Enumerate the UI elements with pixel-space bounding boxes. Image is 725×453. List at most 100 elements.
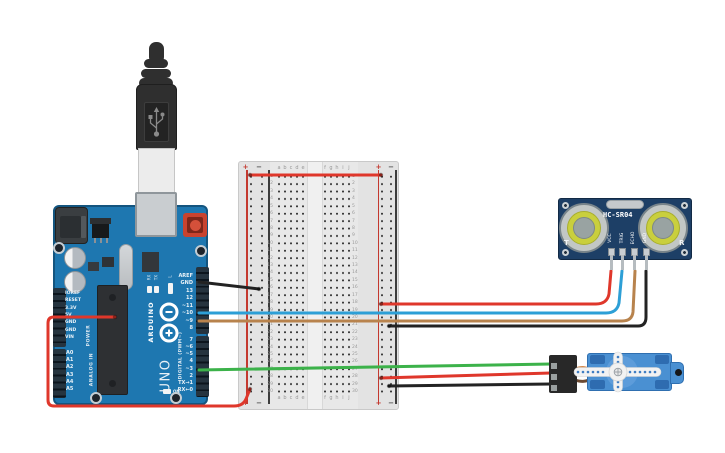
servo-connector[interactable] (549, 355, 577, 393)
row-number: 19 (352, 307, 358, 313)
horn-dots (576, 355, 657, 389)
row-number: 2 (352, 181, 355, 187)
column-letter: c (289, 395, 293, 401)
wire-end-cap (386, 383, 392, 389)
row-number: 7 (352, 218, 355, 224)
power-jack[interactable] (55, 207, 88, 244)
left-positive-rail-holes[interactable] (248, 173, 254, 397)
column-letter: b (283, 165, 287, 171)
rail-plus-label: + (242, 163, 249, 171)
pin-label: GND (180, 280, 193, 287)
row-number: 14 (352, 270, 358, 276)
wire-end-cap (378, 375, 384, 381)
mounting-hole (53, 242, 65, 254)
row-number: 30 (267, 389, 273, 394)
column-letter: b (283, 395, 287, 401)
analog-header[interactable] (53, 349, 66, 398)
wire-pin10-to-trig[interactable] (197, 269, 624, 315)
column-letter: g (329, 395, 333, 401)
regulator-leg (106, 238, 108, 243)
servo-motor[interactable] (545, 350, 685, 396)
screw-hole (681, 249, 688, 256)
sensor-pin-lead (621, 255, 625, 270)
wire-rail-to-vcc[interactable] (379, 269, 613, 306)
rail-plus-label: + (375, 399, 382, 407)
terminal-holes-a-e[interactable] (276, 173, 306, 397)
wire-rail-to-servo-power[interactable] (379, 371, 553, 380)
row-number: 8 (270, 225, 273, 231)
row-number: 6 (352, 211, 355, 217)
transducer-core (652, 217, 674, 239)
reset-button[interactable] (183, 213, 207, 237)
usb-socket[interactable] (135, 192, 177, 237)
right-positive-rail-holes[interactable] (379, 173, 385, 397)
row-number: 11 (267, 248, 273, 254)
wire-end-cap (386, 323, 392, 329)
ic-chip (102, 257, 114, 267)
wire-pin9-to-echo[interactable] (197, 269, 637, 323)
reset-button-cap (189, 219, 201, 231)
chip-dimple (109, 380, 116, 387)
row-number: 3 (352, 188, 355, 194)
wire-rail-to-sensor-gnd[interactable] (387, 269, 648, 328)
horn-dot (586, 370, 590, 374)
pin-label: IOREF (65, 291, 81, 296)
horn-dot (596, 370, 600, 374)
row-number: 5 (352, 203, 355, 209)
transducer-core (573, 217, 595, 239)
pin-label: 3.3V (65, 305, 77, 311)
sensor-pin-lead (644, 255, 648, 270)
pin-label: 4 (189, 358, 193, 365)
pin-label: 13 (186, 287, 193, 294)
row-number: 23 (267, 337, 273, 343)
right-negative-rail-holes[interactable] (388, 173, 394, 397)
pin-label: ~11 (181, 302, 193, 309)
row-number: 21 (267, 322, 273, 328)
column-letter: h (335, 395, 339, 401)
pin-label: 8 (189, 324, 193, 331)
connector-pin (551, 385, 557, 391)
row-number: 29 (267, 381, 273, 387)
wire-5v-to-left-rail[interactable] (46, 315, 252, 408)
row-number: 14 (267, 270, 273, 276)
negative-rail-stripe (268, 170, 270, 404)
power-jack-slot (60, 216, 81, 238)
column-letter: d (295, 165, 299, 171)
rail-minus-label: − (256, 399, 262, 407)
column-letter: f (324, 165, 326, 171)
mounting-hole (90, 392, 102, 404)
mounting-hole (195, 245, 207, 257)
row-number: 12 (352, 255, 358, 261)
row-number: 11 (352, 248, 358, 254)
wire-gnd-to-left-rail[interactable] (197, 280, 261, 291)
positive-rail-stripe (377, 170, 379, 404)
mounting-hole (170, 392, 182, 404)
usb-strain-relief-rib (144, 59, 168, 68)
row-number: 24 (352, 344, 358, 350)
row-number: 10 (267, 240, 273, 246)
pin-label: A1 (66, 357, 74, 364)
wire-rail-to-servo-gnd[interactable] (387, 382, 553, 388)
usb-cable-tip (149, 42, 164, 64)
pin-label: 5V (65, 312, 72, 318)
row-number: 20 (352, 314, 358, 320)
terminal-holes-f-j[interactable] (322, 173, 352, 397)
left-negative-rail-holes[interactable] (259, 173, 265, 397)
row-number: 17 (352, 292, 358, 298)
regulator-leg (94, 238, 96, 243)
column-letter: e (301, 395, 305, 401)
horn-dot (628, 370, 632, 374)
horn-screw-icon (614, 368, 622, 376)
wire-pin3-to-servo-signal[interactable] (197, 362, 553, 372)
pin-label: VIN (65, 334, 74, 340)
capacitor (64, 271, 86, 293)
servo-horn[interactable] (545, 350, 685, 396)
row-number: 5 (270, 203, 273, 209)
sensor-crystal (606, 200, 644, 209)
horn-dot (653, 370, 657, 374)
voltage-regulator-body (92, 224, 109, 238)
digital-header-lower[interactable] (196, 336, 209, 397)
